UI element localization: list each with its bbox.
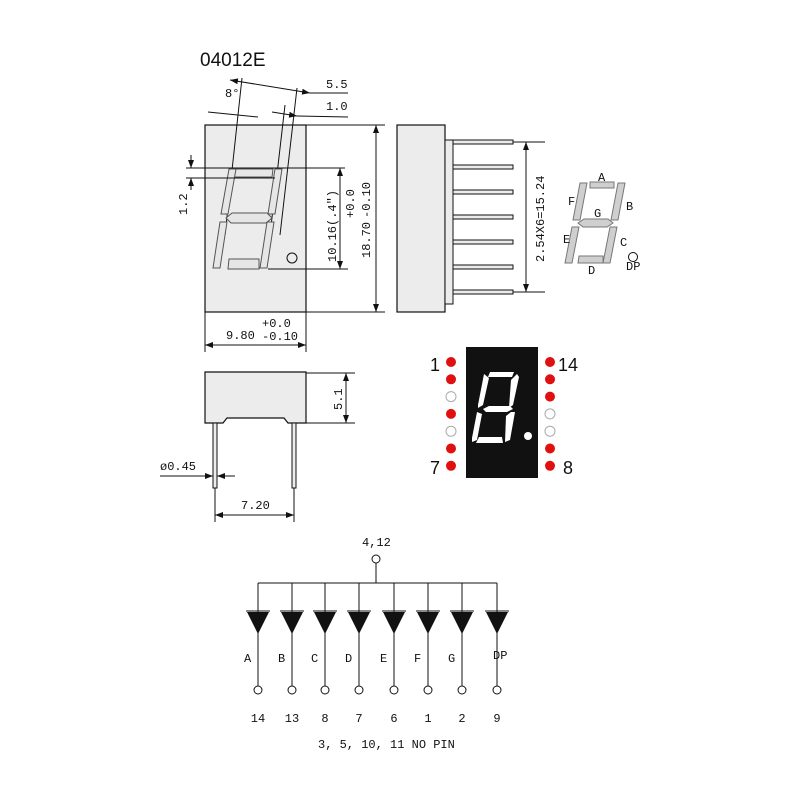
pin-number: 8: [321, 712, 328, 726]
pin-number: 1: [424, 712, 431, 726]
diode-g: G2: [448, 583, 474, 726]
segment-label: DP: [493, 649, 507, 663]
pin-label-8: 8: [563, 458, 573, 478]
segment-label: F: [414, 652, 421, 666]
diode-d: D7: [345, 583, 371, 726]
empty-pin-dot: [445, 425, 457, 437]
diode-dp: DP 9: [485, 583, 509, 726]
digit-height-label: 10.16(.4"): [326, 190, 340, 262]
pin-number: 9: [493, 712, 500, 726]
side-pin: [452, 264, 514, 270]
part-number: 04012E: [200, 50, 266, 71]
seg-label-f: F: [568, 195, 575, 209]
pin-dot: [446, 357, 456, 367]
width-label: 9.80: [226, 329, 255, 343]
seg-width-label: 5.5: [326, 78, 348, 92]
segment-label: C: [311, 652, 318, 666]
segment-label: G: [448, 652, 455, 666]
seg-label-e: E: [563, 233, 570, 247]
seg-stroke-label: 1.0: [326, 100, 348, 114]
pin-dot: [545, 460, 555, 471]
pin-number: 7: [355, 712, 362, 726]
pin-dot: [545, 443, 555, 454]
side-view: 2.54X6=15.24: [396, 124, 548, 313]
height-tol-minus: -0.10: [360, 182, 374, 218]
pin-diameter-label: ø0.45: [160, 460, 196, 474]
seg-label-a: A: [598, 171, 606, 185]
segment-label: E: [380, 652, 387, 666]
width-tol-plus: +0.0: [262, 317, 291, 331]
side-pin: [452, 139, 514, 145]
pin-dot: [446, 443, 456, 454]
pin-dot: [545, 391, 555, 402]
segment-map: A B C D E F G DP: [563, 171, 640, 278]
pin-number: 6: [390, 712, 397, 726]
row-spacing-label: 7.20: [241, 499, 270, 513]
pin-dot: [545, 374, 555, 385]
seg-label-g: G: [594, 207, 601, 221]
pin-number: 2: [458, 712, 465, 726]
no-pin-note: 3, 5, 10, 11 NO PIN: [318, 738, 455, 752]
pin-label-14: 14: [558, 355, 578, 375]
diode-a: A 14: [244, 583, 270, 726]
side-pin: [452, 289, 514, 295]
front-view: 8° 5.5 1.0 1.2 10.16(.4") 18.70 +0.0 -0.…: [177, 77, 385, 352]
angle-label: 8°: [225, 87, 239, 101]
pin-number: 13: [285, 712, 299, 726]
diode-e: E6: [380, 583, 406, 726]
side-pin: [452, 214, 514, 220]
diode-b: B 13: [278, 583, 304, 726]
seg-label-c: C: [620, 236, 627, 250]
side-pin: [452, 164, 514, 170]
pinout-view: 1 7 14 8: [430, 347, 578, 478]
seg-label-b: B: [626, 200, 633, 214]
pin-dot: [446, 408, 456, 419]
pin-dot: [446, 460, 456, 471]
seg-gap-label: 1.2: [177, 193, 191, 215]
diode-f: F1: [414, 583, 440, 726]
side-pin: [452, 189, 514, 195]
empty-pin-dot: [544, 425, 556, 437]
pin-number: 14: [251, 712, 265, 726]
segment-label: B: [278, 652, 285, 666]
width-tol-minus: -0.10: [262, 330, 298, 344]
empty-pin-dot: [445, 391, 457, 403]
display-body: [466, 347, 538, 478]
diode-c: C8: [311, 583, 337, 726]
side-pin: [452, 239, 514, 245]
pin-dot: [545, 357, 555, 367]
height-tol-plus: +0.0: [344, 189, 358, 218]
pin-dot: [446, 374, 456, 385]
bottom-view: 5.1 ø0.45 7.20: [160, 371, 355, 522]
pin-pitch-label: 2.54X6=15.24: [534, 176, 548, 262]
segment-label: A: [244, 652, 252, 666]
pin-label-1: 1: [430, 355, 440, 375]
empty-pin-dot: [544, 408, 556, 420]
depth-label: 5.1: [332, 388, 346, 410]
common-pin-label: 4,12: [362, 536, 391, 550]
seg-label-d: D: [588, 264, 595, 278]
segment-label: D: [345, 652, 352, 666]
height-label: 18.70: [360, 222, 374, 258]
pin-label-7: 7: [430, 458, 440, 478]
seg-label-dp: DP: [626, 260, 640, 274]
